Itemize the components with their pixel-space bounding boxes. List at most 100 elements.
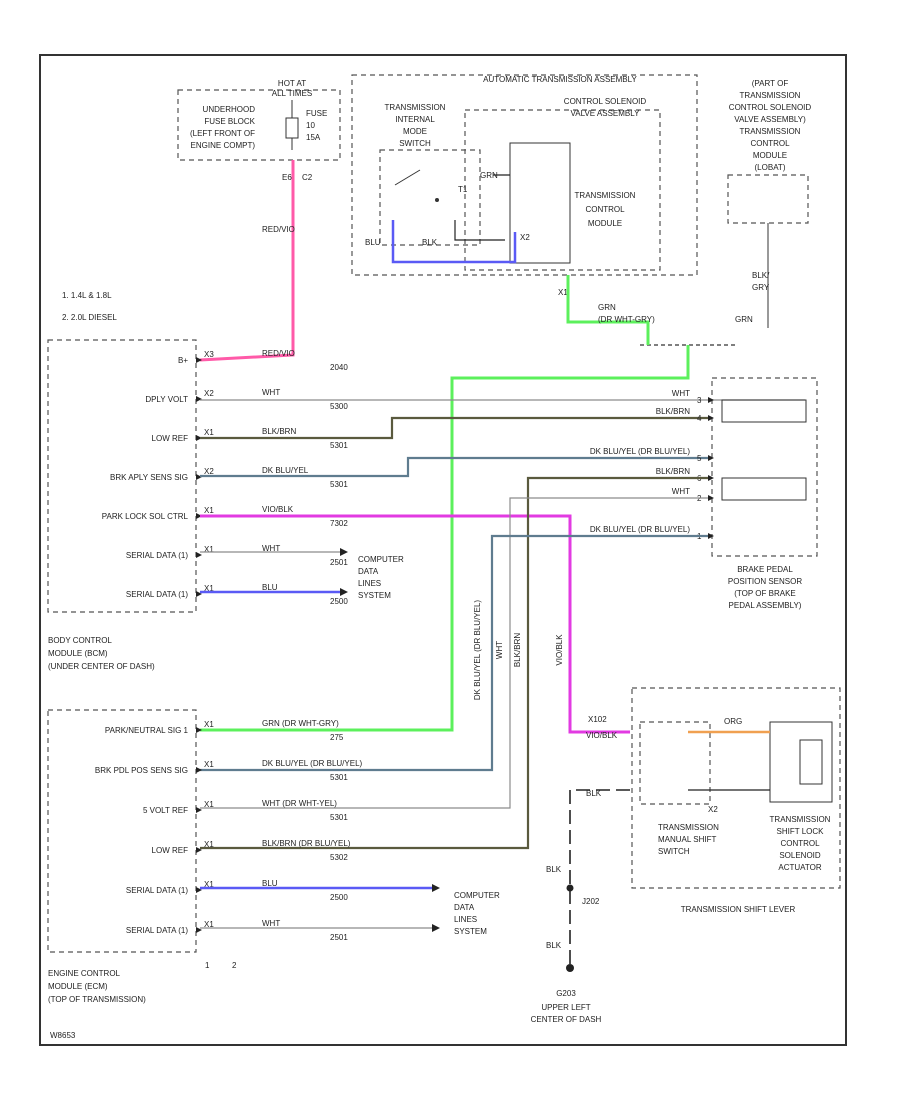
brake-pin-marker [708, 455, 714, 461]
wire-brk-aply [200, 456, 708, 478]
solenoid-coil-icon [799, 739, 823, 785]
bcm-cdl-label-3: LINES [358, 579, 381, 588]
ecm-row-wire-label: DK BLU/YEL (DR BLU/YEL) [262, 759, 363, 768]
ecm-footnote-2: 2 [232, 961, 237, 970]
ecm-title-2: MODULE (ECM) [48, 982, 108, 991]
lobat-outline [727, 174, 809, 224]
bcm-row-pin-marker [196, 513, 202, 519]
fuse-hot-label-2: ALL TIMES [272, 89, 312, 98]
splice-j202 [566, 884, 574, 892]
brake-wire-label: DK BLU/YEL (DR BLU/YEL) [590, 525, 691, 534]
fuse-block: HOT AT ALL TIMES UNDERHOOD FUSE BLOCK (L… [177, 79, 341, 182]
shift-lever: ORG TRANSMISSION MANUAL SHIFT SWITCH TRA… [586, 687, 841, 914]
bcm-cdl-label-2: DATA [358, 567, 379, 576]
shift-lever-outline [631, 687, 841, 889]
ecm-row-circuit: 275 [330, 733, 344, 742]
bcm-row-wire-label: DK BLU/YEL [262, 466, 309, 475]
ecm-row-wire-label: WHT (DR WHT-YEL) [262, 799, 337, 808]
ecm-row-pin-marker [196, 847, 202, 853]
part-of-label-8: (LOBAT) [755, 163, 786, 172]
ecm-row-pin: X1 [204, 920, 214, 929]
bcm-cdl-label: COMPUTER [358, 555, 404, 564]
actuator-label-5: ACTUATOR [778, 863, 821, 872]
fuse-hot-label: HOT AT [278, 79, 306, 88]
green-label-alt: (DR WHT-GRY) [598, 315, 655, 324]
ecm-row-pin: X1 [204, 760, 214, 769]
fuse-icon [285, 117, 299, 139]
ecm-row-wire-label: BLU [262, 879, 278, 888]
bcm-title-3: (UNDER CENTER OF DASH) [48, 662, 155, 671]
brake-pin-marker [708, 415, 714, 421]
ecm-row-pin: X1 [204, 880, 214, 889]
ecm-cdl-label-2: DATA [454, 903, 475, 912]
bcm-row-label: LOW REF [152, 434, 189, 443]
bcm-row-circuit: 7302 [330, 519, 348, 528]
part-of-label-2: TRANSMISSION [740, 91, 801, 100]
ecm-row-label: SERIAL DATA (1) [126, 886, 188, 895]
bcm-title-2: MODULE (BCM) [48, 649, 108, 658]
bcm-row-label: BRK APLY SENS SIG [110, 473, 188, 482]
ecm-row-pin-marker [196, 767, 202, 773]
bcm-row-circuit: 2040 [330, 363, 348, 372]
bcm-row-pin-marker [196, 357, 202, 363]
diagram-frame [39, 54, 847, 1046]
ecm-row-label: LOW REF [152, 846, 189, 855]
internal-wire-blu [391, 220, 517, 264]
bcm-row-wire-label: WHT [262, 388, 280, 397]
wire-red-vio [199, 160, 295, 362]
internal-label-blu: BLU [365, 238, 381, 247]
wire-5v-ref-ecm [200, 497, 708, 809]
bcm-row-circuit: 5300 [330, 402, 348, 411]
bcm-row-label: PARK LOCK SOL CTRL [102, 512, 189, 521]
ecm-footnote-1: 1 [205, 961, 210, 970]
ecm-row-label: BRK PDL POS SENS SIG [95, 766, 188, 775]
mode-switch-label-2: INTERNAL [395, 115, 435, 124]
mode-switch-label-3: MODE [403, 127, 427, 136]
ecm-row-pin: X1 [204, 720, 214, 729]
solenoid-actuator-box [769, 721, 833, 803]
fuse-block-name-3: (LEFT FRONT OF [190, 129, 255, 138]
ecm-cdl-label: COMPUTER [454, 891, 500, 900]
ecm-row-circuit: 5301 [330, 773, 348, 782]
ecm-row-pin-marker [196, 727, 202, 733]
transmission-assembly: AUTOMATIC TRANSMISSION ASSEMBLY CONTROL … [351, 74, 698, 297]
vio-blk-label: VIO/BLK [586, 731, 618, 740]
bcm-row-pin: X1 [204, 584, 214, 593]
bcm-row-pin-marker [196, 474, 202, 480]
note-2: 2. 2.0L DIESEL [62, 313, 117, 322]
bcm-row-pin: X3 [204, 350, 214, 359]
wire-low-ref-ecm [200, 476, 708, 850]
mode-switch-label: TRANSMISSION [385, 103, 446, 112]
bcm-row-wire-label: BLU [262, 583, 278, 592]
fuse-block-name-2: FUSE BLOCK [204, 117, 255, 126]
ecm-row-wire-label: GRN (DR WHT-GRY) [262, 719, 339, 728]
brake-sensor-title-2: POSITION SENSOR [728, 577, 802, 586]
fuse-block-outline [177, 89, 341, 161]
control-solenoid-outline [464, 109, 661, 271]
solenoid-label: CONTROL SOLENOID [564, 97, 647, 106]
ground-g203-icon [566, 964, 574, 972]
brake-wire-label: BLK/BRN [656, 467, 690, 476]
internal-label-blk: BLK [422, 238, 438, 247]
lobat-grn-label: GRN [735, 315, 753, 324]
ecm-row-pin: X1 [204, 800, 214, 809]
bcm-row-circuit: 2500 [330, 597, 348, 606]
ecm-cdl-label-3: LINES [454, 915, 477, 924]
bcm-row-pin: X2 [204, 467, 214, 476]
bcm-row-wire-label: VIO/BLK [262, 505, 294, 514]
tcm-module-label-2: CONTROL [585, 205, 625, 214]
ecm-cdl-label-4: SYSTEM [454, 927, 487, 936]
bcm-module: BODY CONTROL MODULE (BCM) (UNDER CENTER … [47, 339, 197, 671]
ecm-row-label: SERIAL DATA (1) [126, 926, 188, 935]
bcm-row-pin-marker [196, 396, 202, 402]
brake-wire-label: WHT [672, 389, 690, 398]
pin-x2: X2 [520, 233, 530, 242]
ecm-row-wire-label: WHT [262, 919, 280, 928]
ecm-row-pin: X1 [204, 840, 214, 849]
internal-wire-blk [454, 220, 505, 241]
part-of-label-5: TRANSMISSION [740, 127, 801, 136]
switch-pivot [435, 198, 439, 202]
pin-x1: X1 [558, 288, 568, 297]
arrow-ecm-serial-2 [432, 924, 440, 932]
